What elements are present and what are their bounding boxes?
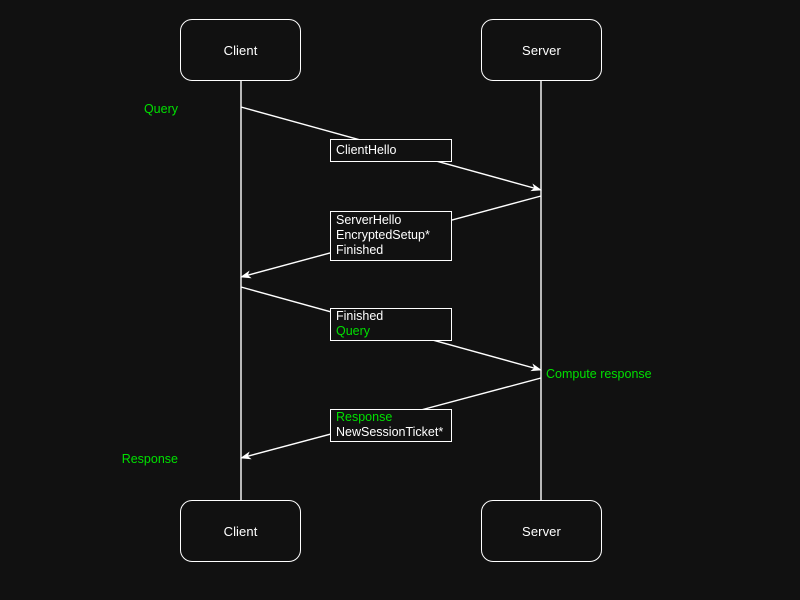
message-line: ClientHello [336,142,397,157]
actor-label-server-top: Server [522,42,561,58]
message-line: Finished [336,309,384,323]
message-line: Query [336,324,371,338]
message-line: NewSessionTicket* [336,425,444,439]
label-compute-response: Compute response [546,367,652,381]
actor-box-server-top: Server [481,19,602,81]
label-response: Response [121,452,178,466]
message-line: Finished [336,243,384,257]
actor-box-client-bottom: Client [180,500,301,562]
message-line: EncryptedSetup* [336,228,430,242]
actor-label-server-bottom: Server [522,523,561,539]
message-line: Response [336,410,393,424]
actor-label-client-bottom: Client [223,523,258,539]
message-box-msg-clienthello: ClientHello [330,139,452,162]
actor-label-client-top: Client [223,42,258,58]
label-query: Query [143,102,178,116]
message-line: ServerHello [336,213,402,227]
lifelines-group [240,81,542,500]
actor-box-server-bottom: Server [481,500,602,562]
actor-box-client-top: Client [180,19,301,81]
